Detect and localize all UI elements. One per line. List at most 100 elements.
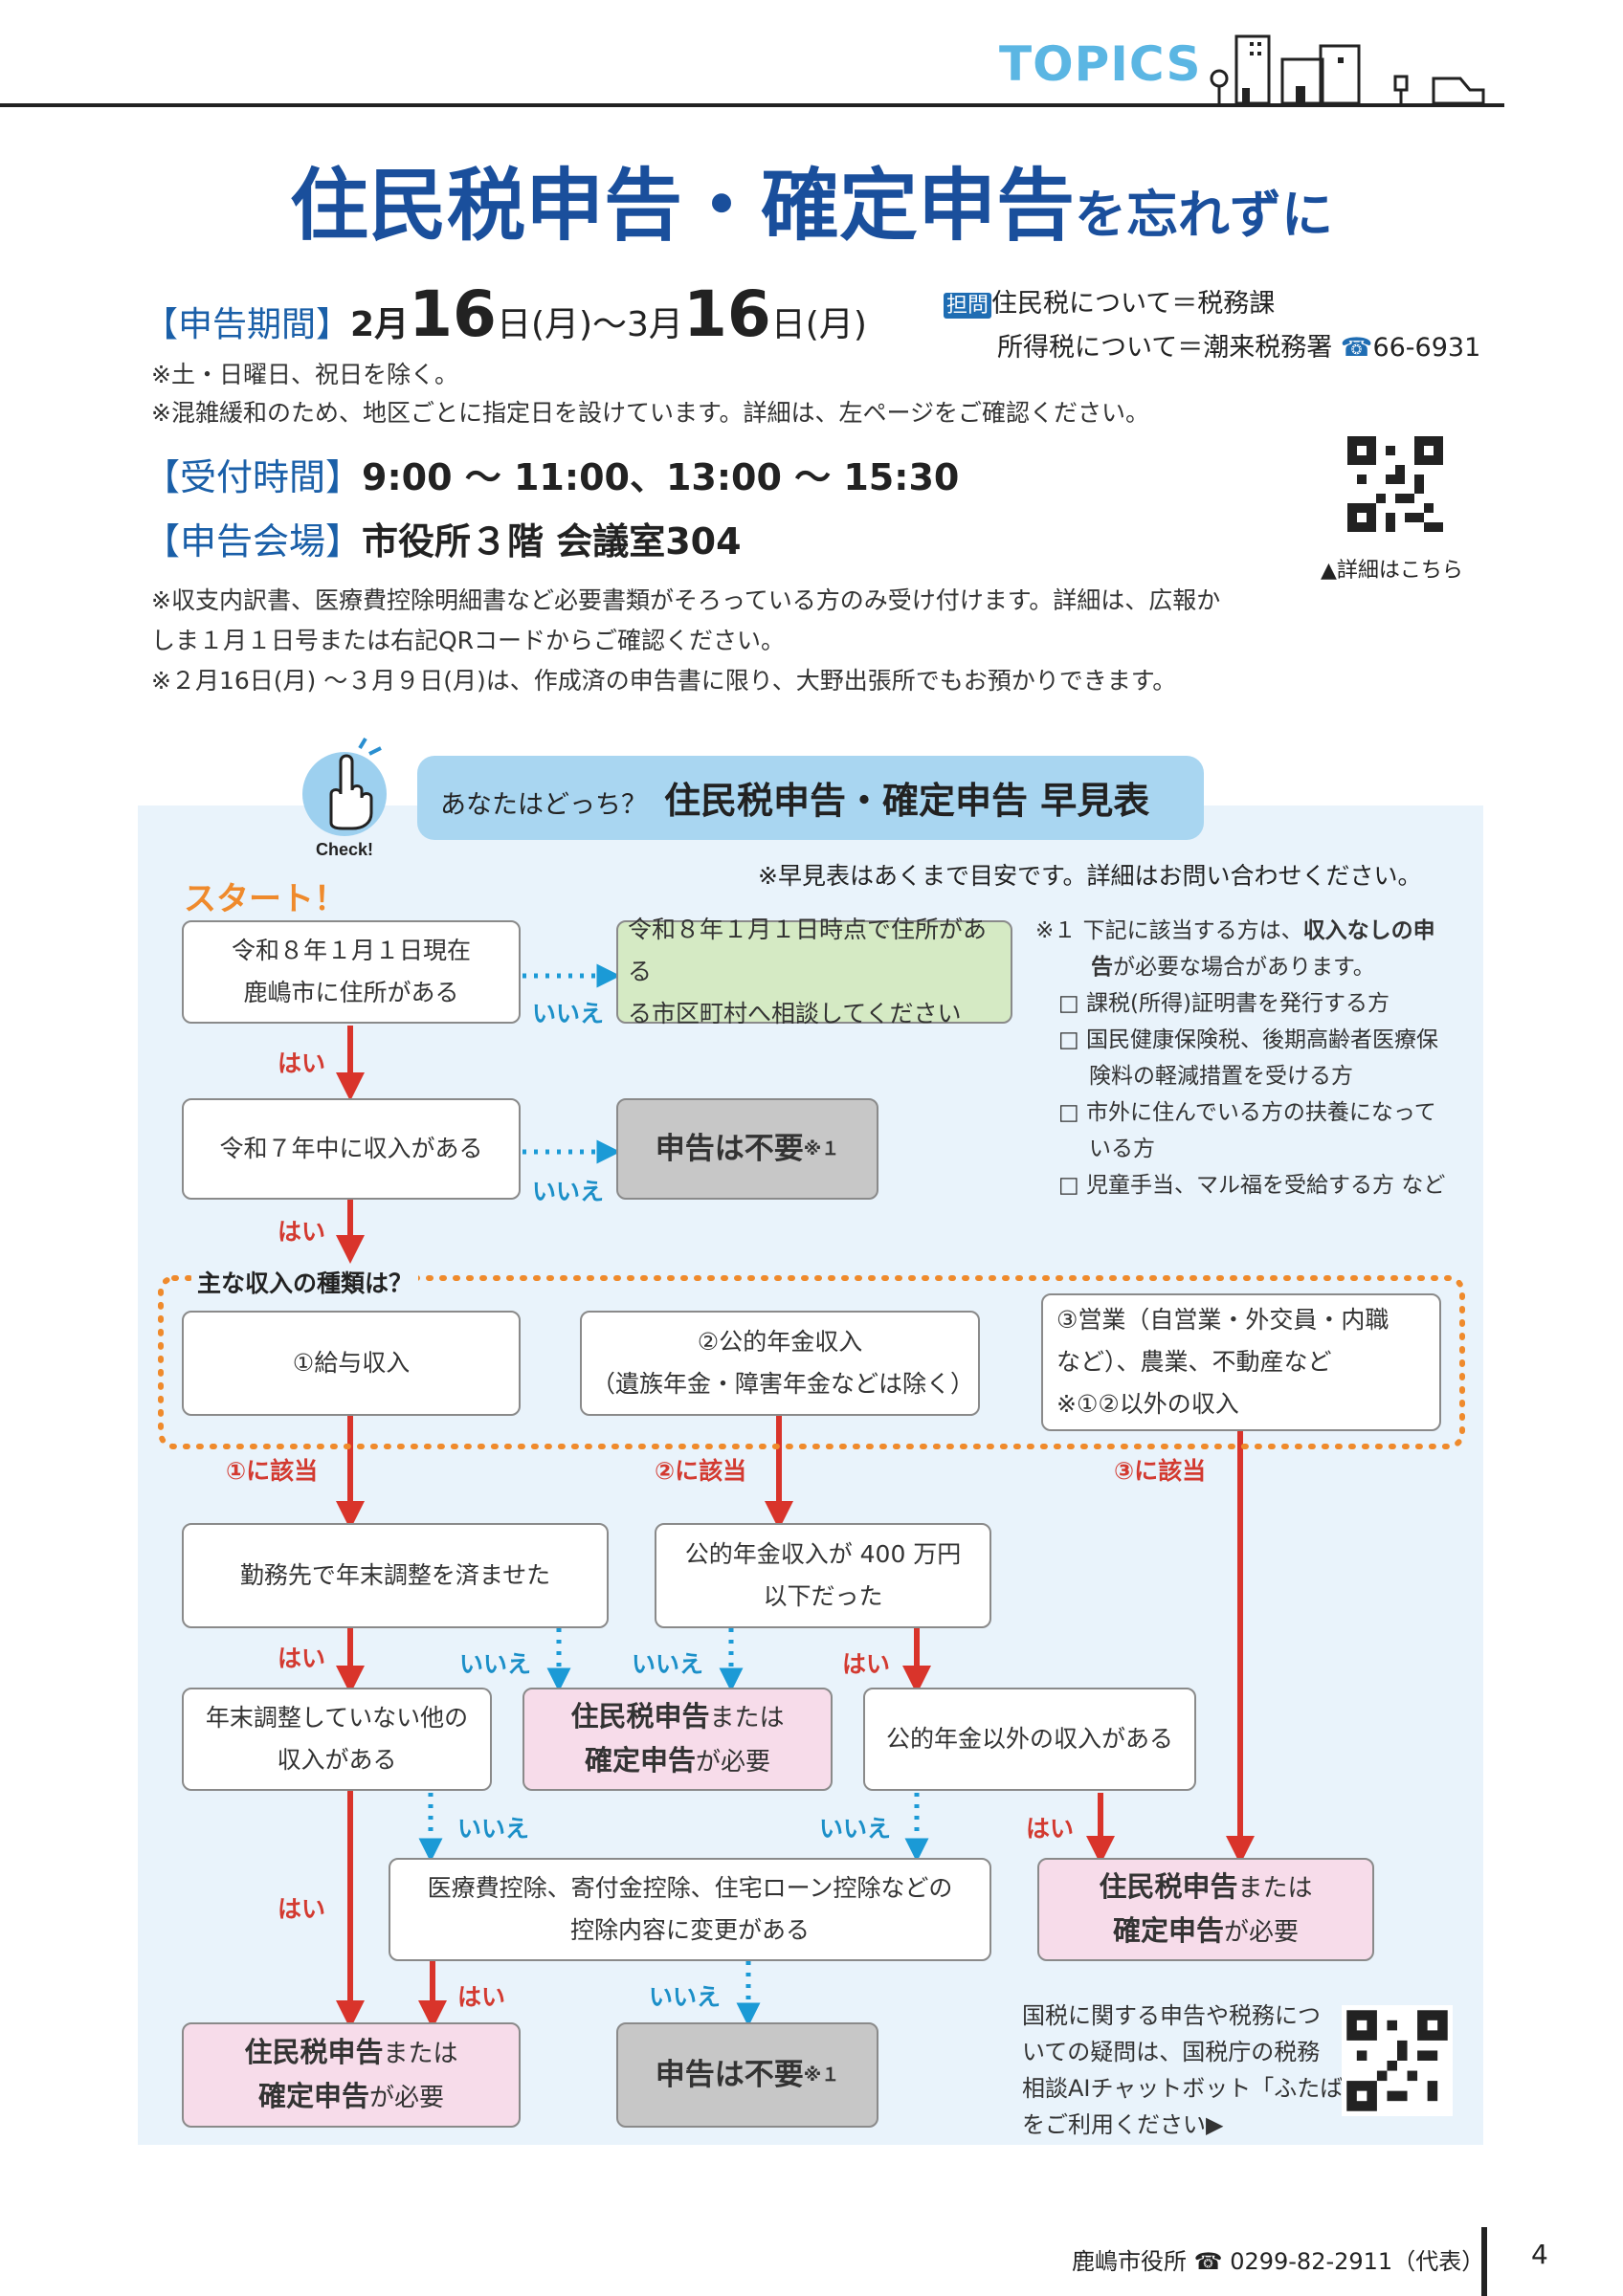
yes-label: はい (457, 1983, 506, 2011)
chatbot-note-line4: をご利用ください▶ (1022, 2111, 1224, 2138)
side-check-1: □ 課税(所得)証明書を発行する方 (1058, 991, 1390, 1016)
q-deduction-line1: 医療費控除、寄付金控除、住宅ローン控除などの (427, 1874, 953, 1902)
yes-label: はい (278, 1645, 326, 1672)
flowchart-title-main: 住民税申告・確定申告 早見表 (664, 780, 1150, 822)
check-hand-icon: Check! (302, 737, 387, 859)
header-rule (0, 103, 1504, 107)
q-address-line1: 令和８年１月１日現在 (231, 937, 471, 964)
page-title: 住民税申告・確定申告を忘れずに (0, 142, 1623, 255)
flowchart-disclaimer: ※早見表はあくまで目安です。詳細はお問い合わせください。 (758, 862, 1422, 890)
r-not-needed-1: 申告は不要※１ (616, 1098, 878, 1200)
title-suffix: を忘れずに (1075, 185, 1333, 245)
need-d: が必要 (1224, 1918, 1300, 1947)
contact-tag: 担問 (944, 293, 992, 319)
docs-note-3: ※２月16日(月) ～３月９日(月)は、作成済の申告書に限り、大野出張所でもお預… (151, 667, 1177, 695)
income-types-title: 主な収入の種類は？ (191, 1265, 419, 1299)
need-c: 確定申告 (584, 1744, 696, 1777)
cond-1: ①に該当 (226, 1457, 319, 1485)
need-a: 住民税申告 (244, 2036, 384, 2068)
income-pension: ②公的年金収入（遺族年金・障害年金などは除く） (580, 1311, 980, 1416)
no-label: いいえ (532, 1178, 605, 1205)
side-note-text-2a: 告 (1091, 955, 1113, 980)
income-pension-line2: （遺族年金・障害年金などは除く） (591, 1370, 975, 1398)
title-main: 住民税申告・確定申告 (289, 161, 1075, 252)
check-label: Check! (316, 840, 373, 859)
cond-2: ②に該当 (655, 1457, 747, 1485)
r-filing-required-2: 住民税申告または確定申告が必要 (1037, 1858, 1374, 1961)
income-business-line3: ※①②以外の収入 (1056, 1390, 1239, 1418)
need-a: 住民税申告 (1099, 1870, 1238, 1903)
hours-value: 9:00 ～ 11:00、13:00 ～ 15:30 (362, 456, 960, 498)
yes-label: はい (278, 1218, 326, 1246)
side-note-text-1b: 収入なしの申 (1302, 918, 1435, 943)
period-label: 【申告期間】 (144, 305, 351, 344)
q-income-r7-text: 令和７年中に収入がある (219, 1135, 483, 1162)
q-other-income-line2: 収入がある (277, 1746, 397, 1774)
period-note-1: ※土・日曜日、祝日を除く。 (151, 361, 458, 388)
flowchart-title: あなたはどっち？住民税申告・確定申告 早見表 (440, 771, 1149, 824)
no-label: いいえ (819, 1815, 892, 1843)
yes-label: はい (278, 1049, 326, 1077)
side-check-4: □ 児童手当、マル福を受給する方 など (1058, 1173, 1446, 1198)
q-other-income: 年末調整していない他の収入がある (182, 1688, 492, 1791)
income-types-frame (158, 1275, 1465, 1449)
period-day2: 16 (682, 277, 771, 351)
need-b: または (1237, 1874, 1313, 1903)
r-filing-required-1: 住民税申告または確定申告が必要 (522, 1688, 833, 1791)
contact-phone: 66-6931 (1372, 333, 1481, 363)
footer-contact: 鹿嶋市役所 ☎ 0299-82-2911（代表） (1072, 2242, 1484, 2276)
venue: 【申告会場】市役所３階 会議室304 (144, 512, 742, 564)
side-note-mark: ※１ (1035, 918, 1077, 943)
side-note: ※１ 下記に該当する方は、収入なしの申 告が必要な場合があります。 □ 課税(所… (1035, 913, 1476, 1203)
chatbot-note-line1: 国税に関する申告や税務につ (1022, 2002, 1321, 2029)
footer-org: 鹿嶋市役所 (1072, 2248, 1187, 2275)
q-pension-line1: 公的年金収入が 400 万円 (684, 1540, 962, 1568)
chatbot-note-line3: 相談AIチャットボット「ふたば」 (1022, 2075, 1367, 2102)
yes-label: はい (1026, 1815, 1075, 1843)
q-address-line2: 鹿嶋市に住所がある (243, 979, 459, 1006)
income-salary-text: ①給与収入 (292, 1349, 411, 1377)
income-business-line2: など）、農業、不動産など (1056, 1348, 1332, 1376)
need-b: または (383, 2040, 458, 2068)
not-needed-text: 申告は不要 (655, 1132, 804, 1166)
flowchart-header (417, 756, 1204, 840)
hours-label: 【受付時間】 (144, 456, 363, 498)
need-c: 確定申告 (257, 2080, 369, 2112)
venue-value: 市役所３階 会議室304 (362, 520, 742, 563)
no-label: いいえ (457, 1815, 530, 1843)
footer-divider (1481, 2227, 1487, 2296)
side-check-3b: いる方 (1089, 1137, 1155, 1161)
chatbot-note: 国税に関する申告や税務につ いての疑問は、国税庁の税務 相談AIチャットボット「… (1022, 1998, 1366, 2143)
contact-line-1: 住民税について＝税務課 (991, 289, 1276, 319)
q-deduction-change: 医療費控除、寄付金控除、住宅ローン控除などの控除内容に変更がある (389, 1858, 991, 1961)
yes-label: はい (278, 1895, 326, 1923)
chatbot-note-line2: いての疑問は、国税庁の税務 (1022, 2039, 1321, 2065)
page-number: 4 (1531, 2239, 1548, 2270)
q-other-income-line1: 年末調整していない他の (205, 1704, 469, 1732)
yes-label: はい (842, 1650, 891, 1678)
income-salary: ①給与収入 (182, 1311, 521, 1416)
q-year-end-adjust: 勤務先で年末調整を済ませた (182, 1523, 609, 1628)
no-label: いいえ (632, 1650, 704, 1678)
contact-line-2: 所得税について＝潮来税務署 (997, 333, 1333, 363)
not-needed-text: 申告は不要 (655, 2058, 804, 2092)
phone-icon: ☎ (1340, 333, 1373, 363)
q-pension-under-4m: 公的年金収入が 400 万円以下だった (655, 1523, 991, 1628)
need-a: 住民税申告 (570, 1700, 710, 1733)
period-weekday2: 日(月) (770, 305, 867, 344)
no-label: いいえ (459, 1650, 532, 1678)
chatbot-qr-code[interactable] (1342, 2005, 1453, 2116)
qr-code[interactable] (1347, 436, 1443, 532)
period-weekday1: 日(月)～3月 (496, 305, 683, 344)
period-month1: 2月 (350, 305, 410, 344)
side-note-text-1a: 下記に該当する方は、 (1082, 918, 1303, 943)
phone-icon: ☎ (1193, 2248, 1223, 2275)
q-non-pension-text: 公的年金以外の収入がある (885, 1725, 1173, 1753)
docs-note-1: ※収支内訳書、医療費控除明細書など必要書類がそろっている方のみ受け付けます。詳細… (151, 586, 1221, 614)
side-check-2b: 険料の軽減措置を受ける方 (1089, 1064, 1353, 1089)
need-c: 確定申告 (1112, 1914, 1224, 1947)
income-business: ③営業（自営業・外交員・内職など）、農業、不動産など※①②以外の収入 (1041, 1293, 1441, 1431)
q-address: 令和８年１月１日現在鹿嶋市に住所がある (182, 920, 521, 1024)
contact-info: 担問住民税について＝税務課 所得税について＝潮来税務署 ☎66-6931 (944, 283, 1480, 369)
